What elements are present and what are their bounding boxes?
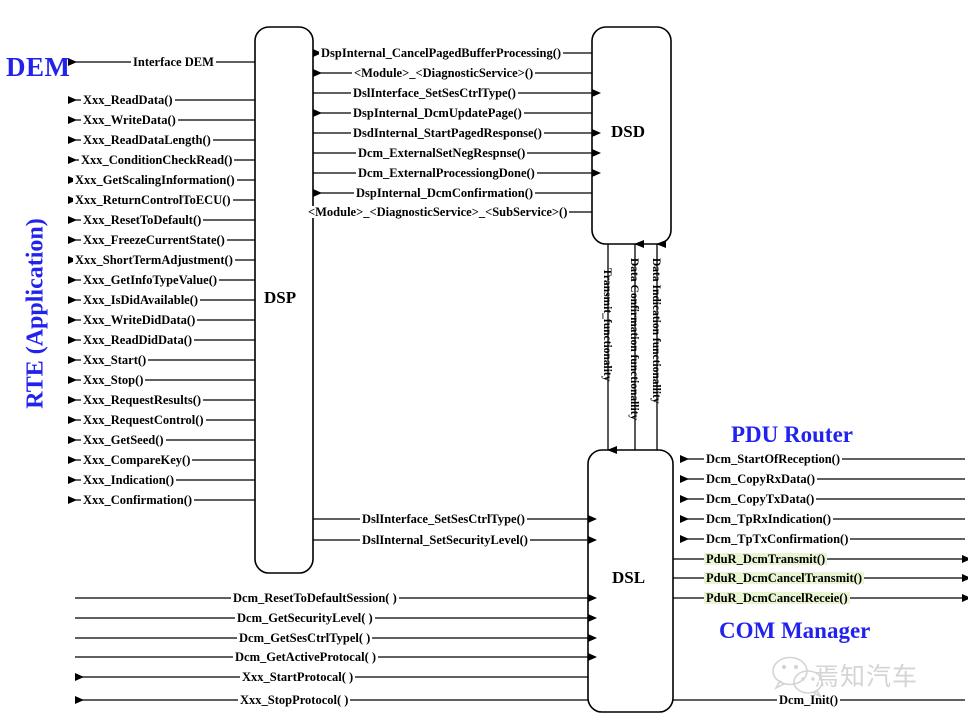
signal-label: DspInternal_DcmUpdatePage() <box>351 106 524 120</box>
signal-label: Xxx_GetSeed() <box>81 433 166 447</box>
signal-label: Dcm_TpRxIndication() <box>704 512 834 526</box>
signal-label: DsdInternal_StartPagedResponse() <box>351 126 544 140</box>
signal-label: Xxx_GetInfoTypeValue() <box>81 273 220 287</box>
signal-label: Dcm_ResetToDefaultSession( ) <box>231 591 399 605</box>
signal-label: Dcm_ExternalProcessiongDone() <box>356 166 537 180</box>
signal-label: Xxx_IsDidAvailable() <box>81 293 201 307</box>
signal-label: Xxx_RequestControl() <box>81 413 206 427</box>
signal-label: Xxx_ReadData() <box>81 93 175 107</box>
signal-label: Xxx_ReadDidData() <box>81 333 195 347</box>
actor-dem-label: DEM <box>6 52 71 82</box>
signal-label-vertical: Data Confirmation functionallity <box>628 258 640 421</box>
signal-label: Xxx_Stop() <box>81 373 146 387</box>
actor-com-manager-label: COM Manager <box>719 618 871 643</box>
signal-label: Xxx_StopProtocol( ) <box>238 693 351 707</box>
signal-label: Xxx_ConditionCheckRead() <box>79 153 235 167</box>
signal-label: PduR_DcmTransmit() <box>704 552 828 566</box>
box-dsd-label: DSD <box>611 122 646 141</box>
signal-label: Xxx_RequestResults() <box>81 393 204 407</box>
signal-label: Dcm_ExternalSetNegRespnse() <box>356 146 528 160</box>
signal-label: Xxx_ShortTermAdjustment() <box>73 253 235 267</box>
signal-label-interface-dem: Interface DEM <box>131 55 216 69</box>
signal-label: Xxx_ReturnControlToECU() <box>73 193 233 207</box>
signal-label: Xxx_FreezeCurrentState() <box>81 233 227 247</box>
signal-label: Xxx_Start() <box>81 353 149 367</box>
signal-label: DslInterface_SetSesCtrlType() <box>360 512 527 526</box>
box-dsl-label: DSL <box>612 568 646 587</box>
signal-label: Xxx_GetScalingInformation() <box>73 173 237 187</box>
signal-label: <Module>_<DiagnosticService>_<SubService… <box>306 205 570 219</box>
signal-label: <Module>_<DiagnosticService>() <box>352 66 536 80</box>
signal-label: DslInterface_SetSesCtrlType() <box>351 86 518 100</box>
signal-label: Dcm_GetActiveProtocal( ) <box>233 650 379 664</box>
signal-label: DspInternal_CancelPagedBufferProcessing(… <box>319 46 564 60</box>
signal-label: Xxx_StartProtocal( ) <box>240 670 356 684</box>
signal-label: Dcm_GetSecurityLevel( ) <box>235 611 375 625</box>
signal-label-vertical: Transmit_functionality <box>601 268 613 382</box>
signal-label-vertical: Data Indication functionallity <box>650 258 662 404</box>
signal-label: Xxx_ResetToDefault() <box>81 213 204 227</box>
signal-label: Xxx_CompareKey() <box>81 453 193 467</box>
box-dsp-label: DSP <box>264 288 297 307</box>
signal-label: Dcm_StartOfReception() <box>704 452 842 466</box>
signal-label: Dcm_CopyRxData() <box>704 472 818 486</box>
actor-rte-label: RTE (Application) <box>22 218 49 409</box>
signal-label: Xxx_ReadDataLength() <box>81 133 213 147</box>
signal-label: Dcm_GetSesCtrlTypel( ) <box>237 631 373 645</box>
signal-label: Xxx_Indication() <box>81 473 176 487</box>
signal-label: DspInternal_DcmConfirmation() <box>354 186 536 200</box>
signal-label: Xxx_Confirmation() <box>81 493 195 507</box>
signal-label-dcm-init: Dcm_Init() <box>777 693 841 707</box>
signal-label: PduR_DcmCancelTransmit() <box>704 571 864 585</box>
signal-label: PduR_DcmCancelReceie() <box>704 591 850 605</box>
signal-label: Xxx_WriteDidData() <box>81 313 198 327</box>
signal-label: Dcm_TpTxConfirmation() <box>704 532 851 546</box>
actor-pdu-router-label: PDU Router <box>731 422 853 447</box>
signal-label: DslInternal_SetSecurityLevel() <box>360 533 530 547</box>
signal-label: Dcm_CopyTxData() <box>704 492 817 506</box>
signal-label: Xxx_WriteData() <box>81 113 178 127</box>
